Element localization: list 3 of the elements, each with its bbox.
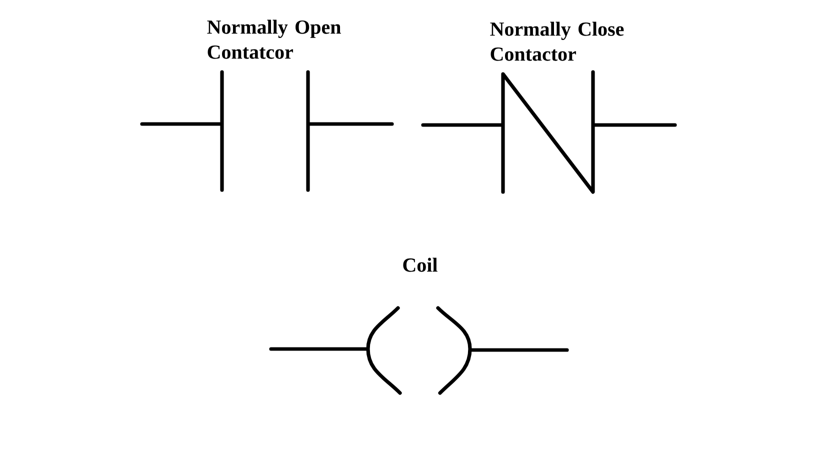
symbol-label: Normally Open Contatcor (207, 20, 341, 59)
symbol-label: Coil (403, 258, 438, 272)
symbol-label: Normally Close Contactor (490, 22, 624, 61)
